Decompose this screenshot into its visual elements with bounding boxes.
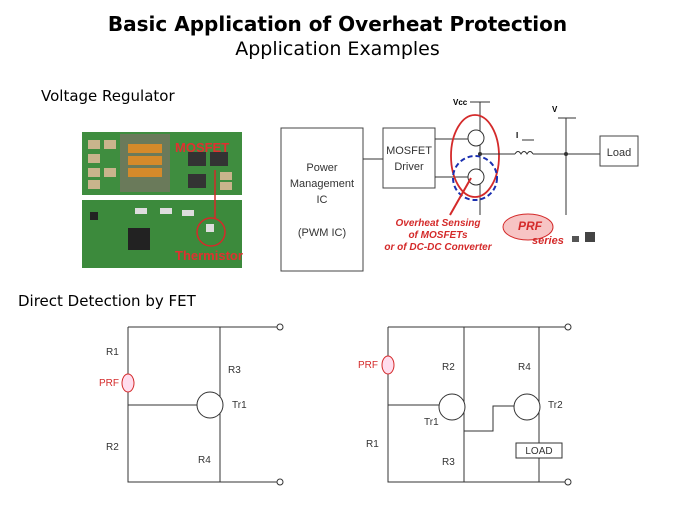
transistor-tr2-icon <box>513 393 541 421</box>
prf-label: PRF <box>518 219 543 233</box>
tr1-label: Tr1 <box>424 417 439 428</box>
vout-label: V <box>552 105 558 114</box>
prf-label: PRF <box>99 378 119 389</box>
prf-thermistor-icon <box>121 373 135 393</box>
r3-label: R3 <box>228 365 241 376</box>
r3-label: R3 <box>442 457 455 468</box>
prf-badge <box>502 213 554 241</box>
r1-label: R1 <box>106 347 119 358</box>
circuit-1: R1 PRF R2 R3 R4 Tr1 <box>99 323 284 486</box>
pmic-text: IC <box>317 194 328 206</box>
prf-thermistor-icon <box>381 355 395 375</box>
chip-icon <box>585 232 595 242</box>
tr2-label: Tr2 <box>548 400 563 411</box>
block-diagram: Power Management IC (PWM IC) MOSFET Driv… <box>280 98 639 272</box>
load-block: Load <box>599 135 639 167</box>
r4-label: R4 <box>198 455 211 466</box>
tr1-label: Tr1 <box>232 400 247 411</box>
transistor-tr1-icon <box>196 391 224 419</box>
driver-text: Driver <box>394 161 424 173</box>
prf-label: PRF <box>358 360 378 371</box>
r2-label: R2 <box>442 362 455 373</box>
annotation-text: of MOSFETs <box>408 230 468 241</box>
series-label: series <box>532 235 564 247</box>
load-label: LOAD <box>525 446 552 457</box>
vcc-label: Vcc <box>453 98 468 107</box>
pmic-text: Management <box>290 178 354 190</box>
section-voltage-regulator: Voltage Regulator <box>41 87 175 105</box>
terminal-icon <box>564 323 572 331</box>
r1-label: R1 <box>366 439 379 450</box>
r4-label: R4 <box>518 362 531 373</box>
terminal-icon <box>276 323 284 331</box>
section-direct-detection: Direct Detection by FET <box>18 292 196 310</box>
circuit-2: PRF R1 R2 R3 R4 Tr1 Tr2 LOAD <box>358 323 572 486</box>
annotation-text: Overheat Sensing <box>395 218 480 229</box>
pmic-text: (PWM IC) <box>298 227 346 239</box>
driver-text: MOSFET <box>386 145 432 157</box>
terminal-icon <box>564 478 572 486</box>
page-subtitle: Application Examples <box>235 38 440 60</box>
load-box <box>515 442 563 459</box>
terminal-icon <box>276 478 284 486</box>
mosfet-driver-block: MOSFET Driver <box>382 127 436 189</box>
thermistor-label: Thermistor <box>175 248 243 263</box>
transistor-tr1-icon <box>438 393 466 421</box>
pcb-photo: MOSFET Thermistor <box>82 132 243 268</box>
load-label: Load <box>607 147 631 159</box>
mosfet-low-icon <box>467 168 485 186</box>
mosfet-label: MOSFET <box>175 140 229 155</box>
il-label: I <box>516 131 518 140</box>
annotation-text: or of DC-DC Converter <box>384 242 492 253</box>
pmic-block: Power Management IC (PWM IC) <box>280 127 364 272</box>
pmic-text: Power <box>306 162 338 174</box>
chip-icon <box>572 236 579 242</box>
page-title: Basic Application of Overheat Protection <box>107 12 568 36</box>
mosfet-high-icon <box>467 129 485 147</box>
r2-label: R2 <box>106 442 119 453</box>
